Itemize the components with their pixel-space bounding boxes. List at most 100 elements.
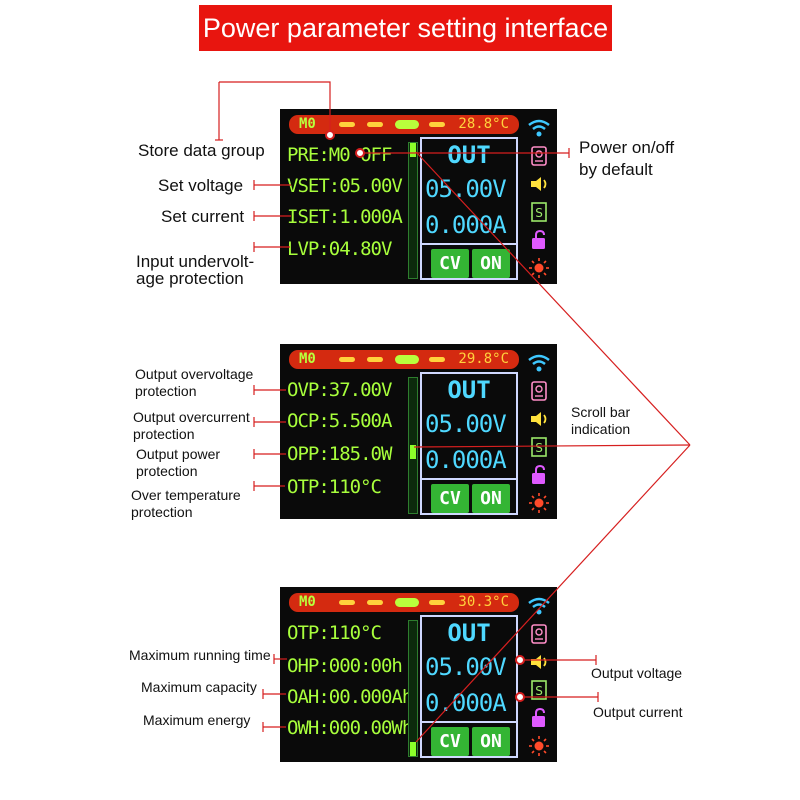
label-ocp-2: protection (133, 426, 195, 442)
status-dash (429, 357, 445, 362)
on-button: ON (472, 249, 510, 278)
label-input-undervoltage-1: Input undervolt- (136, 252, 255, 271)
panel-divider (422, 478, 516, 480)
mode-indicator: M0 (299, 351, 316, 367)
lock-icon (527, 229, 551, 251)
status-dash (367, 357, 383, 362)
temperature-readout: 29.8°C (458, 351, 509, 367)
param-lvp: LVP:04.80V (287, 238, 392, 260)
status-dash (339, 357, 355, 362)
param-otp: OTP:110°C (287, 622, 382, 644)
label-ovp-1: Output overvoltage (135, 366, 254, 382)
cv-button: CV (431, 484, 469, 513)
out-label: OUT (447, 619, 491, 647)
param-iset: ISET:1.000A (287, 206, 403, 228)
sun-icon (527, 257, 551, 279)
status-dash (367, 122, 383, 127)
param-otp: OTP:110°C (287, 476, 382, 498)
display-screen-1: M0 28.8°C PRE:M0 OFF VSET:05.00V ISET:1.… (280, 109, 557, 284)
status-dash (339, 122, 355, 127)
label-input-undervoltage-2: age protection (136, 269, 244, 288)
output-current-value: 0.000A (425, 689, 507, 717)
status-dash-active (395, 355, 419, 364)
label-set-current: Set current (161, 207, 245, 226)
param-oah: OAH:00.000Ah (287, 686, 412, 708)
sun-icon (527, 492, 551, 514)
svg-text:S: S (535, 206, 543, 220)
label-output-voltage: Output voltage (591, 665, 683, 681)
scroll-thumb (410, 445, 416, 459)
label-scroll-bar-2: indication (571, 421, 631, 437)
label-max-energy: Maximum energy (143, 712, 251, 728)
page-title: Power parameter setting interface (202, 12, 609, 43)
param-vset: VSET:05.00V (287, 175, 403, 197)
label-max-running-time: Maximum running time (129, 647, 271, 663)
icon-column: S (525, 348, 553, 516)
param-ovp: OVP:37.00V (287, 379, 392, 401)
output-voltage-value: 05.00V (425, 175, 507, 203)
output-panel: OUT 05.00V 0.000A CV ON (420, 372, 518, 515)
status-dash (429, 122, 445, 127)
scroll-bar (408, 377, 418, 514)
status-dash-active (395, 120, 419, 129)
output-voltage-value: 05.00V (425, 653, 507, 681)
memory-card-icon (527, 145, 551, 167)
s-box-icon: S (527, 679, 551, 701)
output-current-value: 0.000A (425, 446, 507, 474)
label-ovp-2: protection (135, 383, 197, 399)
icon-column: S (525, 113, 553, 281)
label-power-on-off-2: by default (579, 160, 653, 179)
out-label: OUT (447, 141, 491, 169)
s-box-icon: S (527, 201, 551, 223)
wifi-icon (527, 352, 551, 374)
scroll-thumb (410, 742, 416, 756)
speaker-icon (527, 173, 551, 195)
temperature-readout: 30.3°C (458, 594, 509, 610)
on-button: ON (472, 727, 510, 756)
on-button: ON (472, 484, 510, 513)
param-owh: OWH:000.00Wh (287, 717, 412, 739)
status-bar: M0 30.3°C (289, 593, 519, 612)
speaker-icon (527, 651, 551, 673)
speaker-icon (527, 408, 551, 430)
panel-divider (422, 243, 516, 245)
panel-divider (422, 721, 516, 723)
param-pre: PRE:M0 OFF (287, 144, 392, 166)
sun-icon (527, 735, 551, 757)
status-dash (367, 600, 383, 605)
mode-indicator: M0 (299, 116, 316, 132)
svg-text:S: S (535, 441, 543, 455)
label-opp-1: Output power (136, 446, 221, 462)
status-dash (429, 600, 445, 605)
label-opp-2: protection (136, 463, 198, 479)
status-bar: M0 29.8°C (289, 350, 519, 369)
param-opp: OPP:185.0W (287, 443, 392, 465)
param-ohp: OHP:000:00h (287, 655, 403, 677)
display-screen-3: M0 30.3°C OTP:110°C OHP:000:00h OAH:00.0… (280, 587, 557, 762)
scroll-bar (408, 142, 418, 279)
label-store-data-group: Store data group (138, 141, 265, 160)
memory-card-icon (527, 380, 551, 402)
output-panel: OUT 05.00V 0.000A CV ON (420, 615, 518, 758)
label-ocp-1: Output overcurrent (133, 409, 250, 425)
display-screen-2: M0 29.8°C OVP:37.00V OCP:5.500A OPP:185.… (280, 344, 557, 519)
cv-button: CV (431, 249, 469, 278)
memory-card-icon (527, 623, 551, 645)
wifi-icon (527, 117, 551, 139)
label-max-capacity: Maximum capacity (141, 679, 257, 695)
lock-icon (527, 464, 551, 486)
s-box-icon: S (527, 436, 551, 458)
wifi-icon (527, 595, 551, 617)
scroll-bar (408, 620, 418, 757)
scroll-thumb (410, 143, 416, 157)
label-output-current: Output current (593, 704, 683, 720)
output-panel: OUT 05.00V 0.000A CV ON (420, 137, 518, 280)
label-scroll-bar-1: Scroll bar (571, 404, 631, 420)
mode-indicator: M0 (299, 594, 316, 610)
param-ocp: OCP:5.500A (287, 410, 392, 432)
label-power-on-off-1: Power on/off (579, 138, 675, 157)
lock-icon (527, 707, 551, 729)
output-voltage-value: 05.00V (425, 410, 507, 438)
output-current-value: 0.000A (425, 211, 507, 239)
label-set-voltage: Set voltage (158, 176, 244, 195)
